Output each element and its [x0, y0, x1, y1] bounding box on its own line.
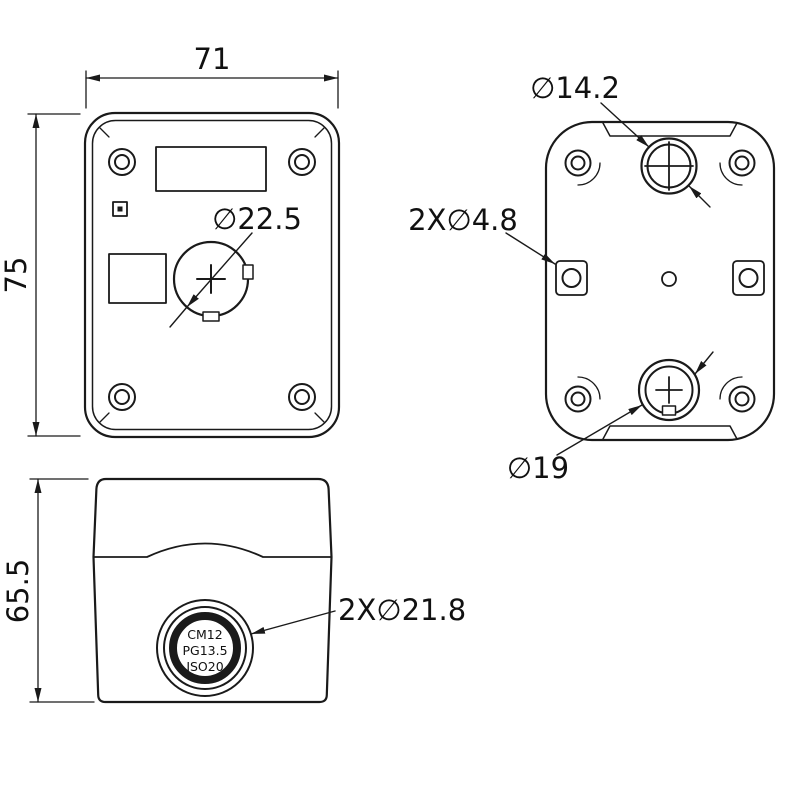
- side-lid-seam: [92, 542, 333, 558]
- front-view: [83, 111, 341, 439]
- back-corner-pockets: [577, 162, 743, 400]
- gland-text-line3: ISO20: [186, 659, 223, 674]
- back-bottom-hole: [637, 358, 701, 422]
- front-hole-key-bottom: [202, 311, 220, 322]
- back-center-hole: [661, 271, 677, 287]
- dim-width-value: 71: [194, 42, 231, 76]
- dim-width: [85, 70, 339, 109]
- back-top-hole-dia-label: ∅14.2: [530, 71, 620, 105]
- back-outline: [544, 120, 776, 442]
- front-hole-leader: [169, 232, 253, 328]
- back-mounting-holes-dia-label: 2X∅4.8: [408, 203, 518, 237]
- gland-text-line1: CM12: [187, 627, 222, 642]
- back-bottom-hole-dia-label: ∅19: [507, 451, 569, 485]
- front-side-plate: [108, 253, 167, 304]
- front-indicator-dot: [117, 206, 123, 212]
- back-corner-screws: [564, 149, 756, 413]
- front-label-plate: [155, 146, 267, 192]
- dim-height-value: 75: [0, 257, 33, 294]
- dim-height: [27, 113, 81, 437]
- dim-side-height: [29, 478, 95, 703]
- back-leaders: [505, 102, 714, 456]
- back-view: [505, 102, 776, 456]
- back-top-hole: [640, 137, 698, 195]
- front-hole-dia-label: ∅22.5: [212, 202, 302, 236]
- mounting-hole-right: [738, 268, 759, 288]
- side-view: [92, 477, 336, 704]
- front-corner-seams: [99, 127, 325, 423]
- side-outline: [92, 477, 333, 704]
- gland-leader: [250, 610, 336, 635]
- gland-text-line2: PG13.5: [182, 643, 227, 658]
- back-side-mounting-flanges: [555, 260, 765, 296]
- back-bottom-lip: [602, 425, 738, 440]
- cable-gland-ring: [169, 612, 241, 684]
- gland-holes-dia-label: 2X∅21.8: [338, 593, 466, 627]
- cable-gland: [156, 599, 254, 697]
- front-corner-screws: [108, 148, 316, 411]
- back-top-lip: [602, 122, 738, 137]
- front-indicator-square: [112, 201, 128, 217]
- dim-side-height-value: 65.5: [1, 559, 35, 624]
- mounting-hole-left: [561, 268, 582, 288]
- front-outline-inner: [91, 119, 333, 431]
- front-hole-key-right: [242, 264, 254, 280]
